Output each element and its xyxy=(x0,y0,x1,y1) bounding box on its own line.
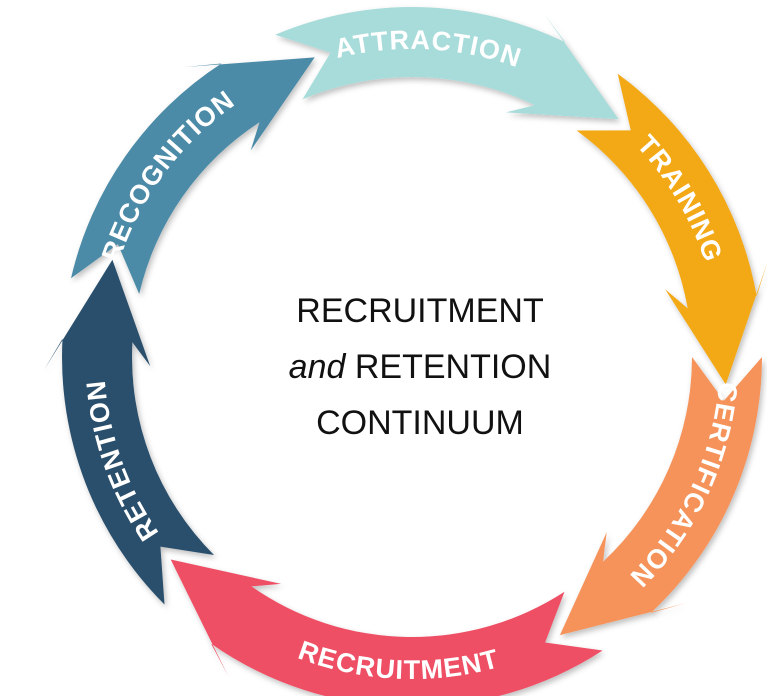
training-arrow xyxy=(576,73,767,385)
recognition-arrow xyxy=(71,57,315,295)
retention-arrow xyxy=(44,259,215,605)
attraction-arrow xyxy=(275,6,619,120)
certification-arrow xyxy=(559,357,762,636)
cycle-arrows xyxy=(44,6,767,696)
recruitment-arrow xyxy=(170,559,603,696)
center-title: RECRUITMENT and RETENTION CONTINUUM xyxy=(220,283,620,451)
center-title-line-2: and RETENTION xyxy=(220,339,620,395)
center-title-line-3: CONTINUUM xyxy=(316,404,524,442)
center-title-and: and xyxy=(288,348,346,386)
center-title-line-1: RECRUITMENT xyxy=(296,292,544,330)
center-title-retention: RETENTION xyxy=(354,348,552,386)
